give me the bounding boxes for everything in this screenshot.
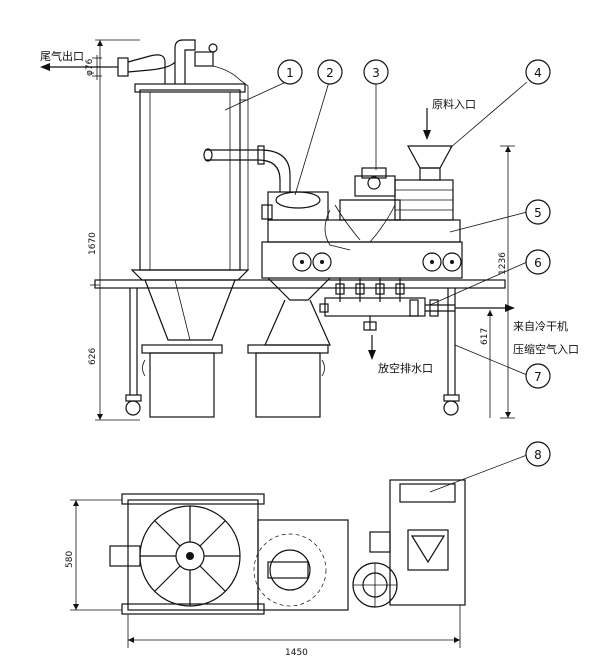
total-height-dim: 1670 <box>88 232 98 255</box>
length-dim: 1450 <box>285 648 308 658</box>
callout-5: 5 <box>525 199 551 225</box>
callout-8-number: 8 <box>534 448 542 462</box>
front-view <box>40 39 528 421</box>
callout-4: 4 <box>525 59 551 85</box>
callout-1: 1 <box>277 59 303 85</box>
callout-6-number: 6 <box>534 256 542 270</box>
collector-cylinder <box>108 39 250 341</box>
callout-2: 2 <box>317 59 343 85</box>
depth-dim: 580 <box>65 551 75 568</box>
exhaust-outlet-label: 尾气出口 <box>40 49 84 63</box>
plan-view <box>70 454 528 648</box>
collection-buckets <box>141 344 329 418</box>
callout-3-number: 3 <box>372 66 380 80</box>
material-inlet-label: 原料入口 <box>432 97 476 111</box>
callout-1-number: 1 <box>286 66 294 80</box>
callout-5-number: 5 <box>534 206 542 220</box>
callout-3: 3 <box>363 59 389 85</box>
callout-7: 7 <box>525 363 551 389</box>
callout-7-number: 7 <box>534 370 542 384</box>
flow-arrows <box>40 63 431 360</box>
from-dryer-label: 来自冷干机 <box>513 319 568 333</box>
callout-6: 6 <box>525 249 551 275</box>
right-height-dim: 1236 <box>498 252 508 275</box>
jet-mill <box>261 145 463 346</box>
table-height-dim: 626 <box>88 348 98 365</box>
callout-2-number: 2 <box>326 66 334 80</box>
front-dimensions <box>90 39 515 421</box>
drain-outlet-label: 放空排水口 <box>378 361 433 375</box>
air-inlet-height-dim: 617 <box>480 328 490 345</box>
callout-4-number: 4 <box>534 66 542 80</box>
return-pipe <box>203 99 291 271</box>
base-frame <box>94 279 506 416</box>
pipe-diameter-dim: φ76 <box>85 58 95 76</box>
compressed-air-inlet-label: 压缩空气入口 <box>513 342 579 356</box>
callout-8: 8 <box>525 441 551 467</box>
air-manifold <box>319 297 515 331</box>
leader-lines <box>224 81 528 376</box>
